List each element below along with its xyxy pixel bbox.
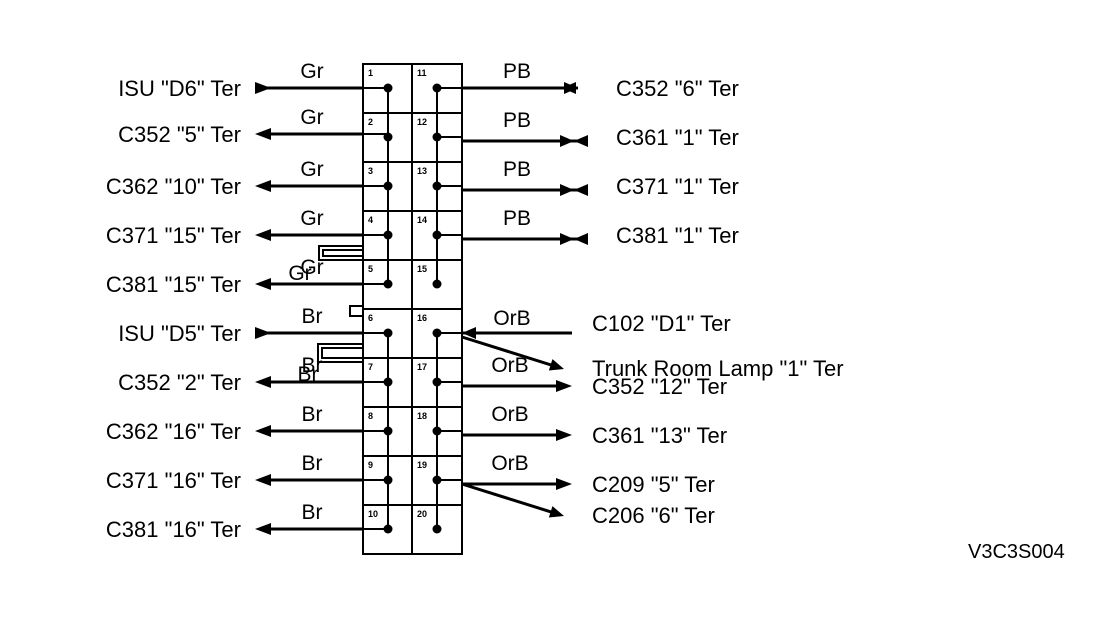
terminal-label: C352 "6" Ter <box>616 76 739 101</box>
terminal-label: Trunk Room Lamp "1" Ter <box>592 356 844 381</box>
wire-color-label: OrB <box>491 452 528 475</box>
terminal-label: C381 "15" Ter <box>106 272 241 297</box>
arrow-head-out <box>556 380 572 392</box>
terminal-label: C102 "D1" Ter <box>592 311 731 336</box>
arrow-head <box>560 135 574 147</box>
terminal-label: C381 "1" Ter <box>616 223 739 248</box>
terminal-dot <box>432 279 442 289</box>
jumper-wire <box>322 249 363 257</box>
jumper-label: Gr <box>288 262 311 285</box>
arrow-head <box>574 135 588 147</box>
pin-number: 9 <box>368 460 373 470</box>
pin-number: 20 <box>417 509 427 519</box>
pin-number: 1 <box>368 68 373 78</box>
pin-number: 7 <box>368 362 373 372</box>
wire-color-label: Br <box>302 501 323 524</box>
wire-color-label: OrB <box>491 403 528 426</box>
wire-color-label: Gr <box>300 60 323 83</box>
wire-color-label: OrB <box>493 307 530 330</box>
wire-color-label: OrB <box>491 354 528 377</box>
terminal-label: C371 "1" Ter <box>616 174 739 199</box>
arrow-head-out <box>548 506 564 518</box>
terminal-label: C352 "12" Ter <box>592 374 727 399</box>
arrow-head-out <box>255 180 271 192</box>
terminal-label: C352 "2" Ter <box>118 370 241 395</box>
pin-number: 14 <box>417 215 427 225</box>
pin-number: 10 <box>368 509 378 519</box>
jumper-wire <box>349 305 363 317</box>
terminal-label: C381 "16" Ter <box>106 517 241 542</box>
terminal-label: C361 "13" Ter <box>592 423 727 448</box>
terminal-label: C352 "5" Ter <box>118 122 241 147</box>
wire-color-label: Br <box>302 305 323 328</box>
arrow-head-out <box>556 429 572 441</box>
arrow-head-in <box>255 82 271 94</box>
pin-number: 17 <box>417 362 427 372</box>
arrow-head-out <box>255 128 271 140</box>
wire-line <box>461 482 553 514</box>
wire-color-label: Br <box>302 452 323 475</box>
wire-color-label: Gr <box>300 256 323 279</box>
pin-number: 12 <box>417 117 427 127</box>
pin-number: 3 <box>368 166 373 176</box>
pin-number: 5 <box>368 264 373 274</box>
wire-color-label: Gr <box>300 106 323 129</box>
wire-color-label: Gr <box>300 158 323 181</box>
arrow-head-out <box>548 359 564 371</box>
wire-color-label: PB <box>503 158 531 181</box>
pin-number: 18 <box>417 411 427 421</box>
jumper-wire <box>317 343 363 363</box>
terminal-label: C362 "10" Ter <box>106 174 241 199</box>
pin-number: 19 <box>417 460 427 470</box>
wire-color-label: PB <box>503 60 531 83</box>
terminal-label: C206 "6" Ter <box>592 503 715 528</box>
terminal-dot <box>432 524 442 534</box>
wire-color-label: Br <box>302 403 323 426</box>
pin-number: 8 <box>368 411 373 421</box>
arrow-head-out <box>255 425 271 437</box>
pin-number: 13 <box>417 166 427 176</box>
arrow-head-out <box>255 523 271 535</box>
jumper-wire <box>318 245 363 261</box>
terminal-label: C371 "16" Ter <box>106 468 241 493</box>
jumper-wire <box>321 347 363 359</box>
arrow-head-out <box>556 478 572 490</box>
arrow-head <box>574 233 588 245</box>
arrow-head <box>574 184 588 196</box>
wire-line <box>461 335 553 367</box>
arrow-head-out <box>255 229 271 241</box>
arrow-head <box>560 233 574 245</box>
pin-number: 2 <box>368 117 373 127</box>
pin-number: 16 <box>417 313 427 323</box>
diagram-code: V3C3S004 <box>968 541 1065 563</box>
terminal-label: C361 "1" Ter <box>616 125 739 150</box>
wire-color-label: PB <box>503 109 531 132</box>
terminal-label: ISU "D5" Ter <box>118 321 241 346</box>
arrow-head <box>560 184 574 196</box>
pin-number: 4 <box>368 215 373 225</box>
pin-number: 15 <box>417 264 427 274</box>
wire-color-label: Gr <box>300 207 323 230</box>
arrow-head-out <box>255 376 271 388</box>
arrow-head-in <box>255 327 271 339</box>
pin-number: 11 <box>417 68 427 78</box>
pin-number: 6 <box>368 313 373 323</box>
terminal-label: C362 "16" Ter <box>106 419 241 444</box>
terminal-label: ISU "D6" Ter <box>118 76 241 101</box>
terminal-label: C371 "15" Ter <box>106 223 241 248</box>
arrow-head-out <box>255 474 271 486</box>
arrow-head-in <box>462 327 476 339</box>
wire-color-label: PB <box>503 207 531 230</box>
jumper-label: Br <box>298 363 319 386</box>
terminal-label: C209 "5" Ter <box>592 472 715 497</box>
arrow-head-out <box>255 278 271 290</box>
arrow-head <box>564 82 578 94</box>
